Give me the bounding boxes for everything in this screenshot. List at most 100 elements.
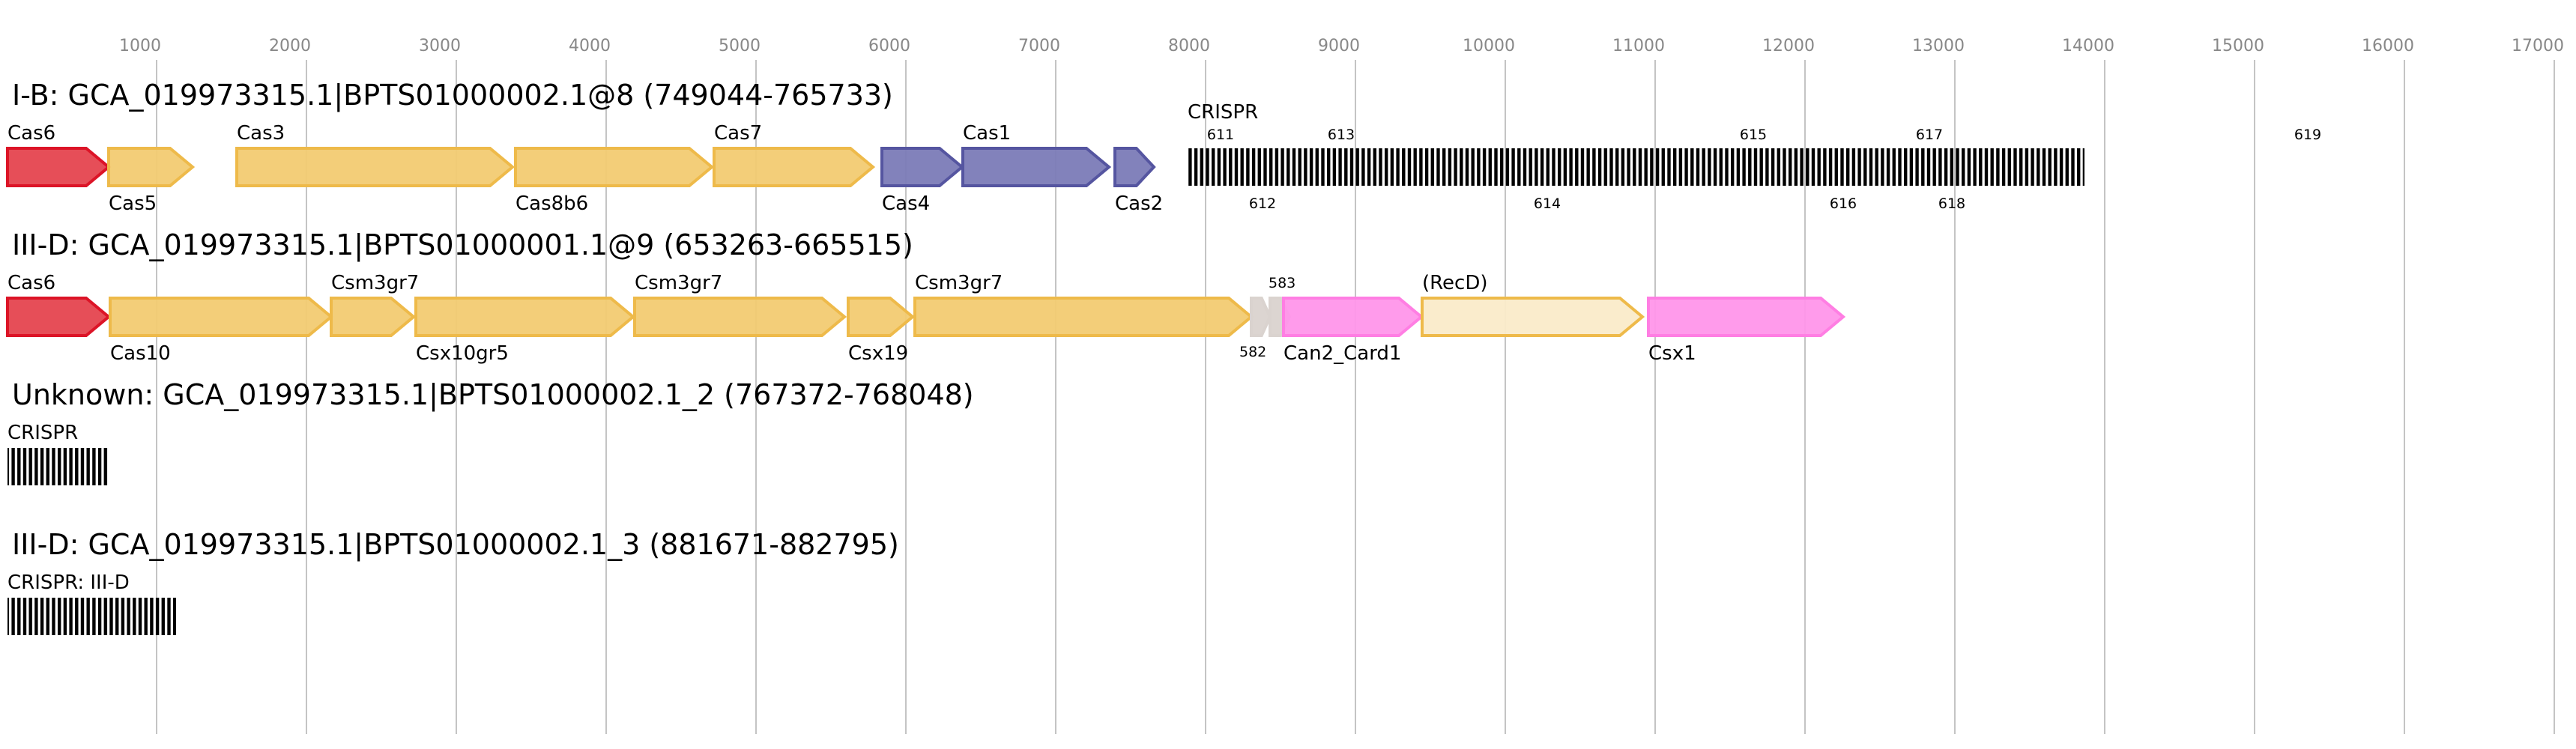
feature-label: Cas6 — [7, 272, 55, 294]
feature-label: Csx1 — [1648, 342, 1696, 365]
gene-shape — [330, 297, 417, 337]
gene-arrow: 582 — [1239, 297, 1272, 360]
gene-arrow: Csx10gr5 — [414, 297, 636, 365]
gene-shape — [913, 297, 1254, 337]
gene-arrow: Cas8b6 — [514, 147, 715, 215]
gene-arrow: Csx19 — [847, 297, 916, 365]
gene-shape — [107, 147, 196, 187]
crispr-repeats — [1188, 148, 2084, 186]
gene-shape — [847, 297, 916, 337]
axis-tick-label: 4000 — [569, 37, 611, 55]
locus-4: III-D: GCA_019973315.1|BPTS01000002.1_3 … — [7, 528, 899, 635]
feature-label: 582 — [1239, 344, 1266, 360]
repeat-label: 612 — [1249, 195, 1276, 212]
gene-shape — [6, 297, 112, 337]
axis-tick-label: 3000 — [419, 37, 461, 55]
gene-arrow: (RecD) — [1421, 272, 1645, 337]
locus-2: III-D: GCA_019973315.1|BPTS01000001.1@9 … — [6, 228, 1846, 365]
feature-label: Cas6 — [7, 122, 55, 145]
axis-tick-label: 10000 — [1463, 37, 1515, 55]
feature-label: Csx19 — [848, 342, 908, 365]
feature-label: (RecD) — [1422, 272, 1488, 294]
gene-shape — [414, 297, 636, 337]
axis-tick-label: 11000 — [1612, 37, 1665, 55]
gene-arrow: Can2_Card1 — [1282, 297, 1424, 365]
crispr-repeats — [7, 448, 109, 485]
locus-title: III-D: GCA_019973315.1|BPTS01000001.1@9 … — [12, 228, 913, 262]
gene-shape — [1250, 297, 1272, 337]
axis-grid: 1000 2000 3000 4000 5000 6000 7000 8000 9000 1000… — [119, 37, 2564, 734]
feature-label: Cas4 — [882, 192, 930, 215]
gene-arrow: Cas6 — [6, 272, 112, 337]
gene-arrow: Csm3gr7 — [330, 272, 419, 337]
axis-tick-label: 13000 — [1912, 37, 1965, 55]
gene-arrow: Cas1 — [961, 122, 1112, 187]
gene-shape — [1647, 297, 1846, 337]
feature-label: Can2_Card1 — [1284, 342, 1401, 365]
repeat-label: 615 — [1740, 127, 1767, 143]
gene-shape — [6, 147, 112, 187]
feature-label: Cas8b6 — [515, 192, 588, 215]
axis-tick-label: 1000 — [119, 37, 161, 55]
locus-3: Unknown: GCA_019973315.1|BPTS01000002.1_… — [7, 378, 974, 485]
locus-title: Unknown: GCA_019973315.1|BPTS01000002.1_… — [12, 378, 974, 412]
gene-shape — [713, 147, 876, 187]
gene-shape — [633, 297, 847, 337]
gene-shape — [1282, 297, 1424, 337]
gene-arrow: Csm3gr7 — [633, 272, 847, 337]
gene-shape — [514, 147, 715, 187]
feature-label: CRISPR — [7, 422, 78, 444]
axis-tick-label: 8000 — [1168, 37, 1210, 55]
feature-label: CRISPR: III-D — [7, 571, 130, 594]
feature-label: Cas3 — [237, 122, 285, 145]
repeat-label: 617 — [1916, 127, 1943, 143]
gene-arrow: Cas5 — [107, 147, 196, 215]
gene-arrow: Cas6 — [6, 122, 112, 187]
locus-title: I-B: GCA_019973315.1|BPTS01000002.1@8 (7… — [12, 79, 893, 112]
repeat-label: 616 — [1830, 195, 1857, 212]
crispr-array: CRISPR: III-D — [7, 571, 176, 635]
repeat-label: 619 — [2294, 127, 2321, 143]
axis-tick-label: 16000 — [2362, 37, 2414, 55]
feature-label: Csm3gr7 — [915, 272, 1003, 294]
feature-label: Csx10gr5 — [416, 342, 509, 365]
gene-arrow: Cas7 — [713, 122, 876, 187]
axis-tick-label: 14000 — [2062, 37, 2114, 55]
loci: I-B: GCA_019973315.1|BPTS01000002.1@8 (7… — [6, 79, 2321, 635]
repeat-label: 618 — [1938, 195, 1965, 212]
locus-1: I-B: GCA_019973315.1|BPTS01000002.1@8 (7… — [6, 79, 2321, 215]
axis-tick-label: 6000 — [868, 37, 910, 55]
gene-arrow: Cas4 — [880, 147, 965, 215]
gene-shape — [1421, 297, 1645, 337]
feature-label: 583 — [1269, 275, 1295, 291]
axis-tick-label: 7000 — [1018, 37, 1060, 55]
repeat-label: 614 — [1534, 195, 1561, 212]
crispr-array: CRISPR — [1188, 101, 2084, 186]
crispr-array: CRISPR — [7, 422, 109, 485]
axis-tick-label: 17000 — [2512, 37, 2564, 55]
repeat-label: 613 — [1328, 127, 1355, 143]
feature-label: Cas10 — [110, 342, 171, 365]
feature-label: Csm3gr7 — [331, 272, 419, 294]
gene-arrow: Csm3gr7 — [913, 272, 1254, 337]
gene-arrow: Cas2 — [1113, 147, 1163, 215]
gene-shape — [880, 147, 965, 187]
feature-label: CRISPR — [1188, 101, 1258, 124]
gene-shape — [961, 147, 1112, 187]
gene-arrow: Cas3 — [235, 122, 515, 187]
feature-label: Cas5 — [109, 192, 157, 215]
gene-shape — [235, 147, 515, 187]
gene-shape — [1113, 147, 1156, 187]
axis-tick-label: 5000 — [719, 37, 761, 55]
axis-tick-label: 2000 — [269, 37, 311, 55]
locus-title: III-D: GCA_019973315.1|BPTS01000002.1_3 … — [12, 528, 899, 562]
axis-tick-label: 15000 — [2212, 37, 2264, 55]
feature-label: Cas1 — [963, 122, 1011, 145]
feature-label: Csm3gr7 — [635, 272, 722, 294]
axis-tick-label: 12000 — [1762, 37, 1815, 55]
gene-shape — [109, 297, 334, 337]
axis-tick-label: 9000 — [1318, 37, 1360, 55]
feature-label: Cas7 — [714, 122, 762, 145]
feature-label: Cas2 — [1115, 192, 1163, 215]
